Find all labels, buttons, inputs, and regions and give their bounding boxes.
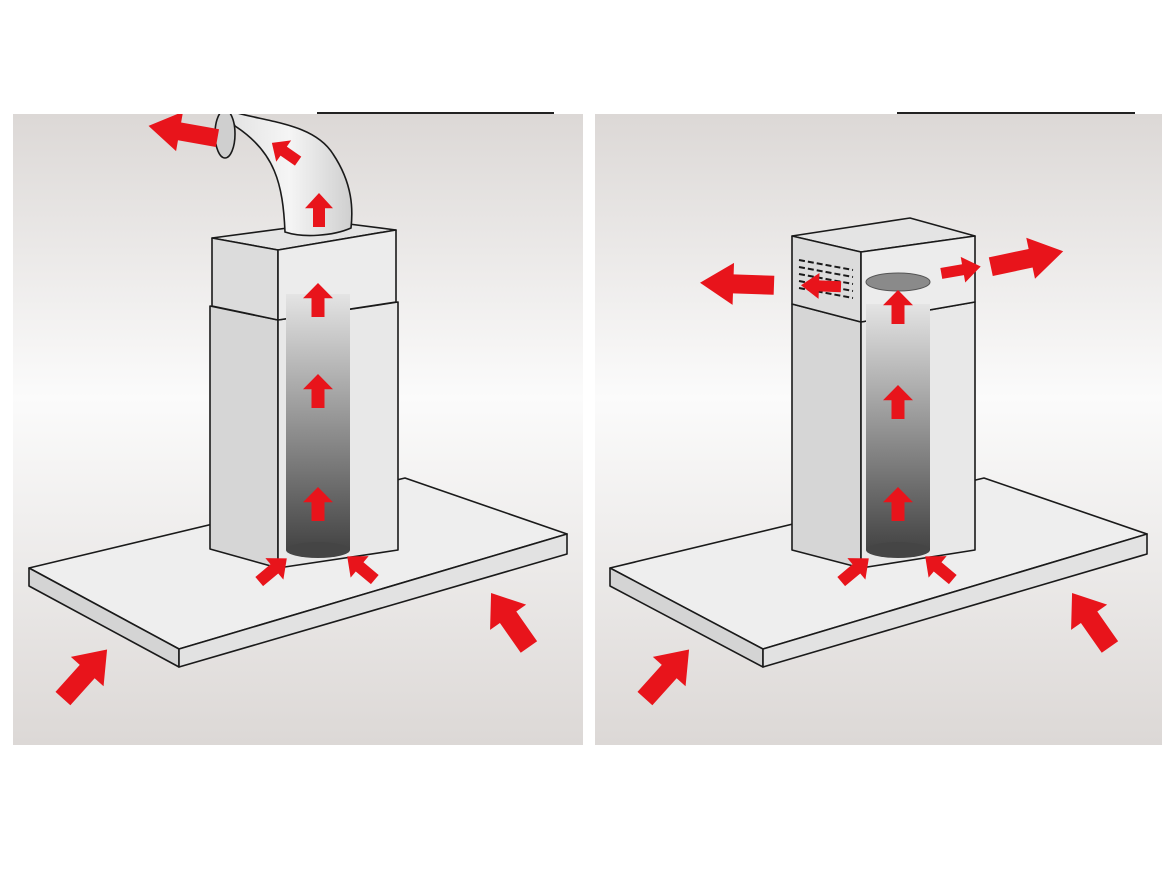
recirculated-air-arrow [988, 237, 1064, 279]
inlet-arrow [925, 556, 957, 585]
recirculated-air-arrow [700, 262, 775, 305]
inlet-arrow [347, 556, 379, 585]
intake-arrow [55, 649, 108, 706]
airflow-arrows [637, 237, 1119, 706]
header-rule-left [317, 112, 554, 114]
inlet-arrow [837, 558, 869, 587]
rising-air-arrow [883, 385, 913, 419]
inlet-arrow [255, 558, 287, 587]
airflow-arrows [55, 114, 538, 706]
intake-arrow [1071, 592, 1119, 653]
outlet-arrow [801, 272, 842, 299]
ducted-extraction-panel [13, 114, 583, 745]
header-rule-right [897, 112, 1135, 114]
rising-air-arrow [883, 487, 913, 521]
intake-arrow [490, 592, 538, 653]
duct-air-arrow [271, 140, 302, 166]
exhaust-arrow [148, 114, 220, 152]
intake-arrow [637, 649, 690, 706]
rising-air-arrow [883, 290, 913, 324]
outlet-arrow [940, 256, 981, 283]
recirculation-panel [595, 114, 1162, 745]
rising-air-arrow [303, 487, 333, 521]
duct-air-arrow [305, 193, 333, 227]
rising-air-arrow [303, 374, 333, 408]
filter-disc [865, 272, 931, 292]
rising-air-arrow [303, 283, 333, 317]
